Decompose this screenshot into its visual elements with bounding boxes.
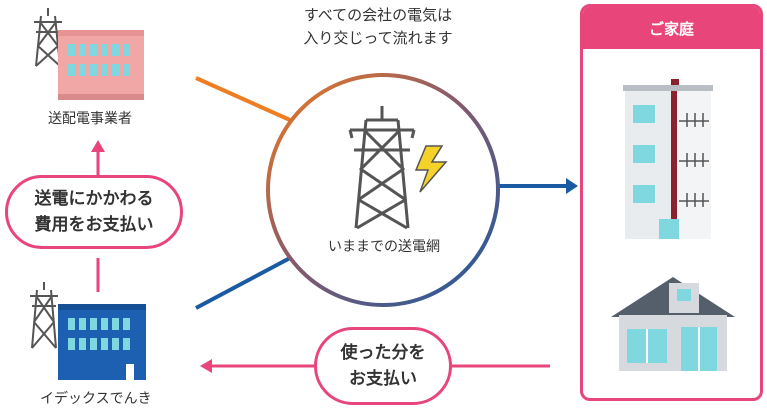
usage-fee-pill: 使った分を お支払い — [314, 327, 452, 405]
distributor-label: 送配電事業者 — [48, 111, 132, 127]
home-panel: ご家庭 — [580, 4, 763, 401]
usage-fee-line-1: 使った分を — [340, 343, 426, 363]
mixing-caption: すべての会社の電気は 入り交じって流れます — [268, 4, 488, 50]
pink-up-arrow-icon — [91, 140, 105, 292]
transmission-fee-line-1: 送電にかかわる — [34, 189, 154, 209]
transmission-fee-pill: 送電にかかわる 費用をお支払い — [5, 175, 183, 249]
power-tower-icon — [34, 8, 62, 67]
home-header: ご家庭 — [583, 7, 760, 49]
retailer-label: イデックスでんき — [40, 391, 152, 407]
power-tower-icon — [348, 106, 416, 230]
pink-left-arrow-icon — [200, 359, 550, 373]
blue-arrow-icon — [498, 178, 578, 194]
house-icon — [611, 277, 735, 371]
caption-line-2: 入り交じって流れます — [303, 29, 453, 47]
apartment-icon — [623, 79, 713, 239]
orange-flow-line — [195, 76, 291, 122]
grid-label: いままでの送電網 — [328, 239, 440, 255]
home-illustrations — [611, 79, 735, 371]
blue-flow-line — [195, 256, 291, 310]
grid-ring — [266, 73, 500, 307]
power-tower-icon — [30, 282, 58, 349]
caption-line-1: すべての会社の電気は — [303, 6, 453, 24]
transmission-fee-line-2: 費用をお支払い — [34, 215, 154, 235]
lightning-icon — [414, 145, 448, 193]
distributor-building-icon — [58, 30, 144, 100]
retailer-building-icon — [58, 304, 146, 380]
usage-fee-line-2: お支払い — [349, 369, 417, 389]
